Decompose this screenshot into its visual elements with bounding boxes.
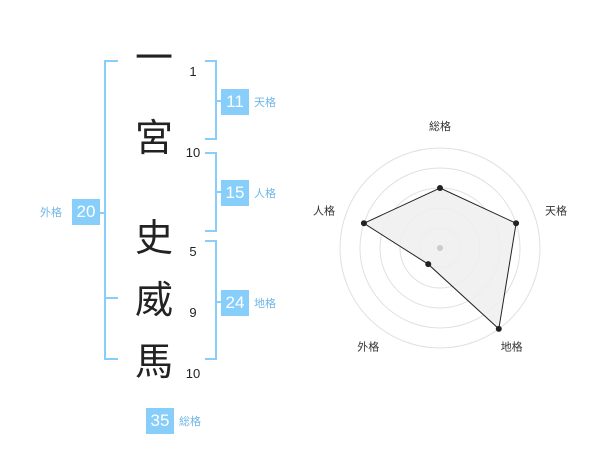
name-char-3: 史 xyxy=(134,216,173,260)
jinkaku-label: 人格 xyxy=(254,187,276,200)
tenkaku-bracket-tick xyxy=(215,100,221,102)
radar-ring-4 xyxy=(359,167,521,329)
radar-axis-label-2: 天格 xyxy=(545,203,567,217)
jinkaku-bracket-tick xyxy=(215,191,221,193)
name-char-5: 馬 xyxy=(134,340,173,384)
soukaku-badge: 35 xyxy=(146,408,174,434)
chikaku-bracket-tick xyxy=(215,301,221,303)
radar-point-5 xyxy=(360,220,367,227)
tenkaku-badge: 11 xyxy=(221,89,249,115)
chikaku-bracket xyxy=(205,240,217,360)
soukaku-label: 総格 xyxy=(179,415,201,428)
tenkaku-label: 天格 xyxy=(254,96,276,109)
radar-center-point xyxy=(437,245,443,251)
radar-axis-label-5: 人格 xyxy=(313,203,335,217)
radar-point-1 xyxy=(437,185,443,191)
radar-axis-label-3: 地格 xyxy=(501,340,523,354)
name-char-2: 宮 xyxy=(134,116,173,160)
radar-axis-label-4: 外格 xyxy=(357,340,379,354)
gaikaku-bracket xyxy=(104,60,118,360)
name-char-1: 一 xyxy=(134,36,173,80)
name-char-4: 威 xyxy=(134,278,173,322)
radar-axis-label-1: 総格 xyxy=(429,119,451,133)
radar-point-3 xyxy=(495,325,502,332)
stroke-count-2: 10 xyxy=(185,145,201,160)
stroke-count-4: 9 xyxy=(189,305,197,320)
radar-point-2 xyxy=(513,220,520,227)
gaikaku-label: 外格 xyxy=(40,206,62,219)
chikaku-label: 地格 xyxy=(254,297,276,310)
radar-point-4 xyxy=(425,261,432,268)
stroke-count-3: 5 xyxy=(189,244,197,259)
gaikaku-badge: 20 xyxy=(72,199,100,225)
jinkaku-badge: 15 xyxy=(221,180,249,206)
stroke-count-1: 1 xyxy=(189,64,197,79)
gaikaku-bracket-tick xyxy=(96,212,106,214)
radar-series-polygon xyxy=(362,187,517,330)
gaikaku-bracket-inner-tick xyxy=(104,297,118,299)
chikaku-badge: 24 xyxy=(221,290,249,316)
stroke-count-5: 10 xyxy=(185,366,201,381)
